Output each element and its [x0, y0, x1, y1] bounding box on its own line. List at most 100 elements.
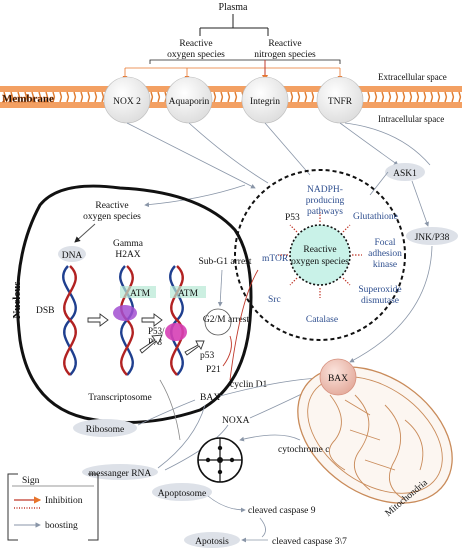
- nox2-label: NOX 2: [113, 97, 141, 107]
- lipid-tail: [297, 91, 301, 98]
- lipid-tail: [24, 96, 28, 103]
- lipid-tail: [451, 96, 455, 103]
- cytochrome-label: cytochrome c: [278, 445, 329, 455]
- legend-inhibition-label: Inhibition: [45, 496, 83, 506]
- lipid-tail: [59, 96, 63, 103]
- focal-line1: Focal: [374, 238, 395, 248]
- lipid-tail: [213, 91, 217, 98]
- lipid-tail: [150, 96, 154, 103]
- nadph-line3: pathways: [307, 207, 343, 217]
- dna-helix-1: [62, 265, 77, 376]
- ros-p53: P53: [285, 213, 300, 223]
- lipid-tail: [52, 96, 56, 103]
- focal-line3: kinase: [373, 260, 397, 270]
- src-label: Src: [268, 295, 281, 305]
- ros-top-line2: oxygen species: [167, 50, 225, 60]
- lipid-tail: [10, 96, 14, 103]
- lipid-tail: [45, 96, 49, 103]
- integrin-label: Integrin: [250, 97, 280, 107]
- ribosome-node: [73, 419, 137, 437]
- glutathione-label: Glutathione: [353, 212, 398, 222]
- lipid-tail: [388, 96, 392, 103]
- p21-label: P21: [206, 365, 221, 375]
- lipid-tail: [38, 91, 42, 98]
- lipid-tail: [430, 96, 434, 103]
- atm1-highlight: [120, 286, 156, 298]
- lipid-tail: [87, 96, 91, 103]
- lipid-tail: [374, 96, 378, 103]
- nucleus-label: Nucleus: [11, 281, 23, 319]
- tnfr-label: TNFR: [328, 97, 353, 107]
- sod-line2: dismutase: [361, 296, 399, 306]
- lipid-tail: [66, 96, 70, 103]
- mitochondria-outer: [297, 366, 453, 504]
- lipid-tail: [3, 96, 7, 103]
- ros-core-line1: Reactive: [303, 245, 336, 255]
- cell-cycle-circle: [204, 308, 232, 336]
- catalase-label: Catalase: [306, 315, 338, 325]
- lipid-tail: [381, 96, 385, 103]
- lipid-tail: [304, 96, 308, 103]
- lipid-tail: [220, 96, 224, 103]
- nucleus-arrows: [87, 313, 205, 356]
- lipid-tail: [45, 91, 49, 98]
- lipid-tail: [304, 91, 308, 98]
- dna-helix-2: [113, 265, 137, 376]
- rns-top-line2: nitrogen species: [254, 50, 316, 60]
- lipid-tail: [234, 91, 238, 98]
- legend-title: Sign: [22, 476, 40, 486]
- cyclin-label: cyclin D1: [230, 380, 267, 390]
- mtor-label: mTOR: [262, 254, 289, 264]
- g2m-label: G2/M arrest: [203, 315, 250, 325]
- lipid-tail: [52, 91, 56, 98]
- ros-hub-ring: [234, 169, 406, 341]
- ask1-node: [385, 163, 425, 181]
- lipid-tail: [227, 96, 231, 103]
- nadph-line1: NADPH-: [307, 185, 343, 195]
- lipid-tail: [73, 96, 77, 103]
- lipid-tail: [311, 96, 315, 103]
- mrna-label: messanger RNA: [89, 469, 152, 479]
- apotosis-node: [184, 532, 240, 548]
- ribosome-label: Ribosome: [86, 425, 125, 435]
- lipid-tail: [374, 91, 378, 98]
- lipid-tail: [423, 96, 427, 103]
- lipid-tail: [80, 96, 84, 103]
- aquaporin-label: Aquaporin: [169, 97, 210, 107]
- nucleus-ros-line2: oxygen species: [83, 212, 141, 222]
- nucleus-p53: p53: [200, 351, 215, 361]
- lipid-tail: [451, 91, 455, 98]
- ros-core: [289, 224, 351, 286]
- plasma-label: Plasma: [219, 2, 248, 13]
- intracellular-label: Intracellular space: [378, 114, 444, 124]
- apoptosome-wheel: [197, 437, 243, 483]
- lipid-tail: [31, 91, 35, 98]
- sod-line1: Superoxide: [358, 285, 401, 295]
- lipid-tail: [290, 91, 294, 98]
- noxa-label: NOXA: [222, 416, 250, 426]
- ask1-label: ASK1: [393, 169, 417, 179]
- lipid-tail: [395, 96, 399, 103]
- lipid-tail: [402, 91, 406, 98]
- caspase9-label: cleaved caspase 9: [248, 506, 316, 516]
- dna-helix-3: [165, 265, 187, 376]
- nadph-line2: producing: [306, 196, 345, 206]
- bax-mito-label: BAX: [328, 374, 348, 384]
- lipid-tail: [220, 91, 224, 98]
- gamma-line2: H2AX: [115, 250, 140, 260]
- lipid-tail: [402, 96, 406, 103]
- rns-top-line1: Reactive: [268, 39, 301, 49]
- jnk-label: JNK/P38: [415, 233, 450, 243]
- lipid-tail: [409, 96, 413, 103]
- lipid-tail: [290, 96, 294, 103]
- lipid-tail: [367, 96, 371, 103]
- lipid-tail: [150, 91, 154, 98]
- lipid-tail: [73, 91, 77, 98]
- sub-g1-label: Sub-G1 arrest: [198, 257, 251, 267]
- lipid-tail: [444, 91, 448, 98]
- mitochondria-cristae: [328, 394, 424, 501]
- lipid-tail: [17, 96, 21, 103]
- legend-box: [7, 473, 99, 541]
- dna-label: DNA: [62, 251, 83, 261]
